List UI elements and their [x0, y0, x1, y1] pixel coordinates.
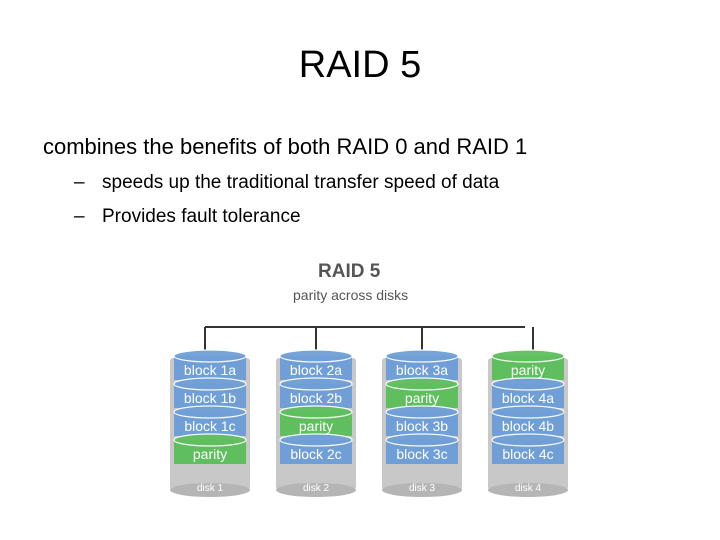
- block-top: [173, 433, 247, 447]
- sub-bullet-text: Provides fault tolerance: [102, 206, 301, 227]
- slide-title: RAID 5: [298, 44, 422, 86]
- block-top: [173, 377, 247, 391]
- block-top: [385, 349, 459, 363]
- sub-bullet-text: speeds up the traditional transfer speed…: [102, 172, 500, 193]
- block-label: block 1c: [184, 418, 235, 434]
- diagram-title: RAID 5: [318, 261, 381, 282]
- disk-label: disk 2: [303, 483, 330, 494]
- block-top: [491, 377, 565, 391]
- block-top: [279, 377, 353, 391]
- diagram-subtitle: parity across disks: [293, 287, 408, 303]
- block-label: block 4a: [502, 390, 554, 406]
- block-top: [279, 433, 353, 447]
- disk-base: [382, 483, 462, 497]
- disk-label: disk 1: [197, 483, 224, 494]
- block-top: [491, 433, 565, 447]
- disk-base: [170, 483, 250, 497]
- block-label: block 1b: [184, 390, 236, 406]
- block-label: block 4b: [502, 418, 554, 434]
- main-bullet: combines the benefits of both RAID 0 and…: [43, 134, 528, 159]
- bullet-dash: –: [74, 172, 85, 193]
- block-label: block 4c: [502, 446, 553, 462]
- block-label: block 2c: [290, 446, 341, 462]
- block-label: block 2b: [290, 390, 342, 406]
- raid5-diagram-svg: RAID 5 parity across disks block 1a block 1…: [170, 261, 568, 497]
- block-top: [491, 349, 565, 363]
- disk-base: [276, 483, 356, 497]
- sub-bullet-2: – Provides fault tolerance: [74, 206, 301, 228]
- block-top: [173, 405, 247, 419]
- disk-base: [488, 483, 568, 497]
- block-label: block 3c: [396, 446, 447, 462]
- block-top: [385, 377, 459, 391]
- raid5-diagram: RAID 5 parity across disks block 1a block 1…: [160, 255, 580, 515]
- block-top: [385, 433, 459, 447]
- block-label: block 2a: [290, 362, 342, 378]
- block-top: [173, 349, 247, 363]
- sub-bullet-1: – speeds up the traditional transfer spe…: [74, 172, 499, 194]
- bullet-dash: –: [74, 206, 85, 227]
- block-label: block 3a: [396, 362, 448, 378]
- disk-label: disk 3: [409, 483, 436, 494]
- block-top: [491, 405, 565, 419]
- block-top: [279, 405, 353, 419]
- disk-label: disk 4: [515, 483, 542, 494]
- block-label: parity: [193, 446, 227, 462]
- block-label: parity: [405, 390, 439, 406]
- block-top: [385, 405, 459, 419]
- block-label: block 1a: [184, 362, 236, 378]
- block-label: parity: [511, 362, 545, 378]
- block-top: [279, 349, 353, 363]
- block-label: block 3b: [396, 418, 448, 434]
- block-label: parity: [299, 418, 333, 434]
